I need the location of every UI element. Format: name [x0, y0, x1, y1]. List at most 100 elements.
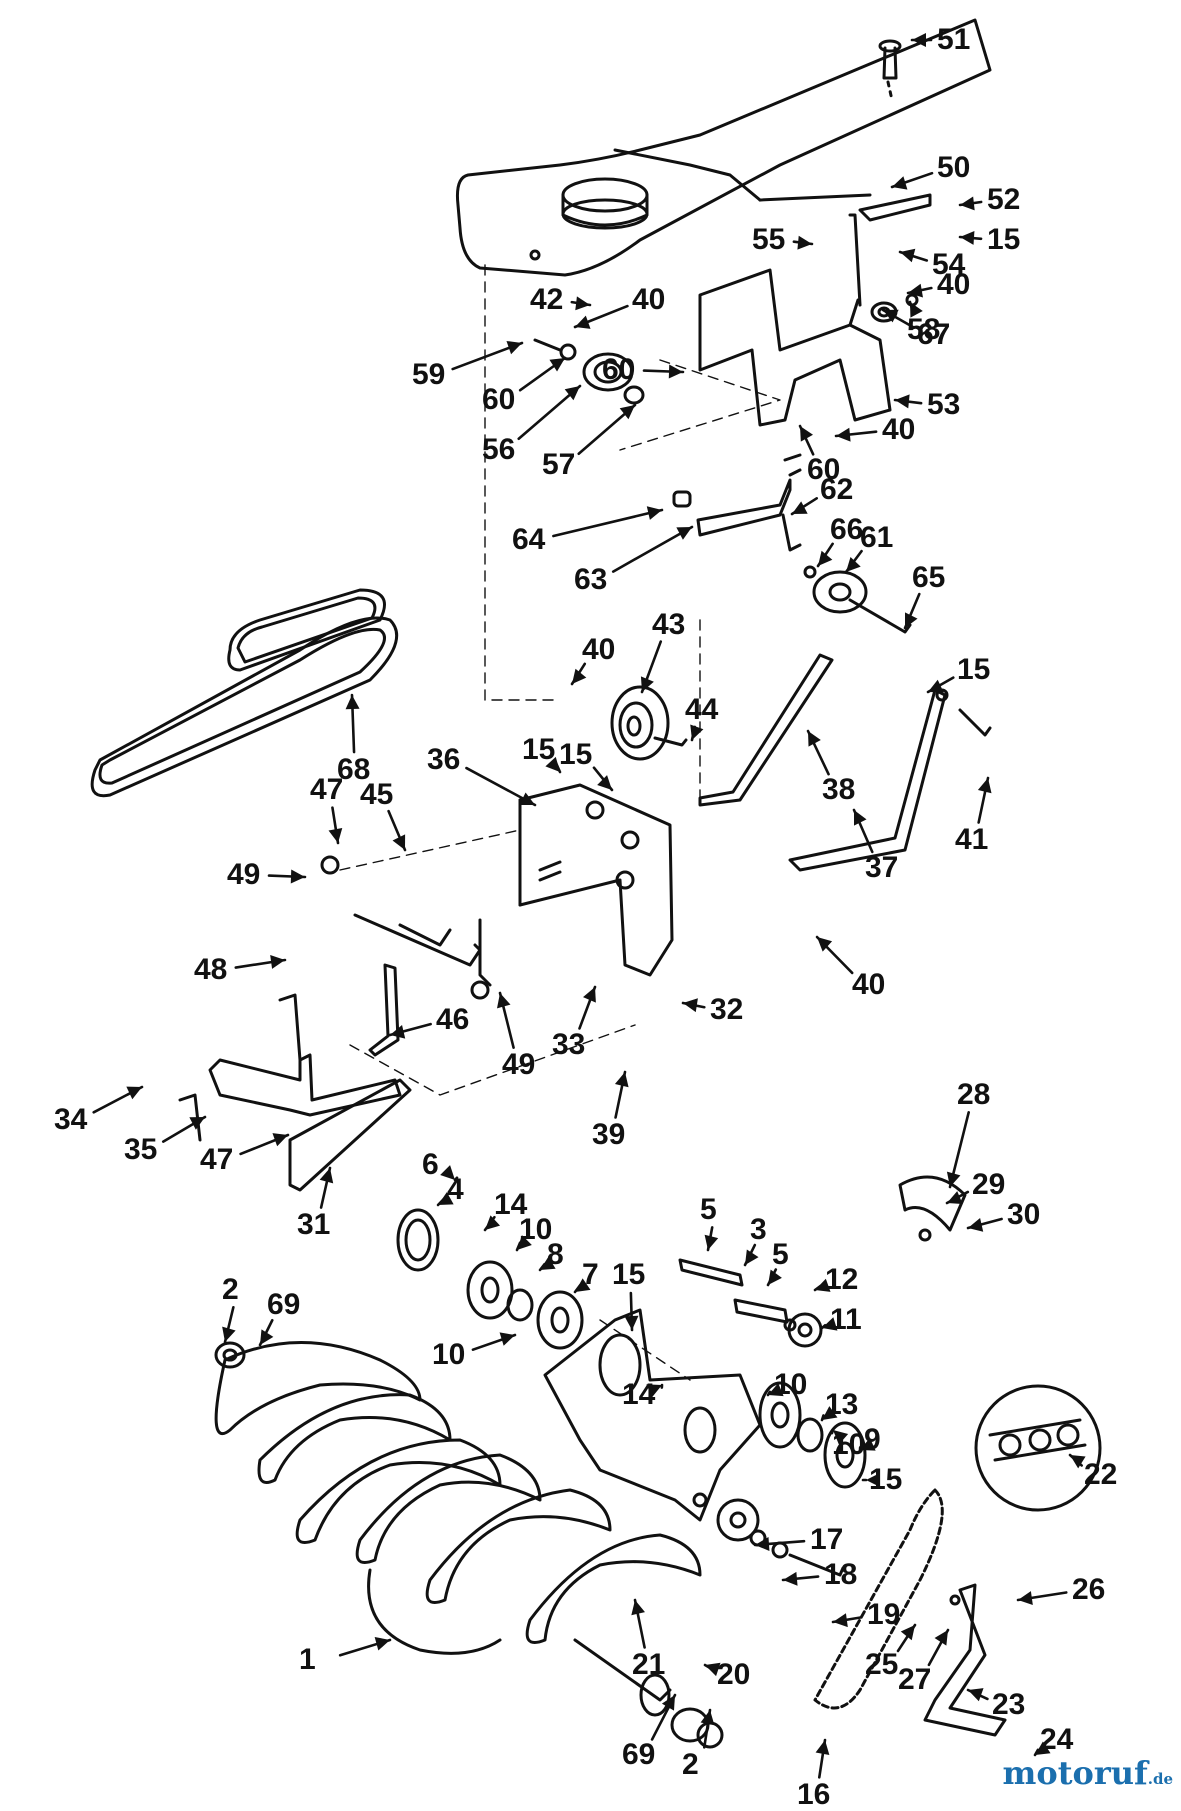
- callout-25: 25: [865, 1650, 898, 1680]
- gear-housing: [545, 1310, 760, 1520]
- callout-62: 62: [820, 475, 853, 505]
- linkage-45: [322, 857, 490, 998]
- callout-15: 15: [559, 740, 592, 770]
- callout-60: 60: [482, 385, 515, 415]
- callout-55: 55: [752, 225, 785, 255]
- callout-2: 2: [222, 1275, 239, 1305]
- arrowhead-49: [497, 993, 510, 1008]
- callout-9: 9: [864, 1425, 881, 1455]
- callout-21: 21: [632, 1650, 665, 1680]
- callout-65: 65: [912, 563, 945, 593]
- callout-22: 22: [1084, 1460, 1117, 1490]
- arrowhead-1: [375, 1637, 390, 1651]
- arrowhead-62: [792, 501, 808, 514]
- callout-15: 15: [612, 1260, 645, 1290]
- callout-15: 15: [987, 225, 1020, 255]
- callout-47: 47: [310, 775, 343, 805]
- arrowhead-30: [968, 1218, 983, 1232]
- clamp-28: [900, 1177, 965, 1240]
- bolt-51: [880, 41, 900, 100]
- arrowhead-18: [783, 1572, 798, 1586]
- arrowhead-21: [631, 1600, 645, 1615]
- callout-42: 42: [530, 285, 563, 315]
- callout-6: 6: [422, 1150, 439, 1180]
- callout-45: 45: [360, 780, 393, 810]
- callout-63: 63: [574, 565, 607, 595]
- arrowhead-29: [947, 1191, 963, 1204]
- callout-28: 28: [957, 1080, 990, 1110]
- callout-66: 66: [830, 515, 863, 545]
- callout-40: 40: [882, 415, 915, 445]
- callout-43: 43: [652, 610, 685, 640]
- callout-7: 7: [582, 1260, 599, 1290]
- arrowhead-49: [291, 870, 305, 884]
- arrowhead-64: [647, 506, 662, 520]
- callout-37: 37: [865, 853, 898, 883]
- callout-29: 29: [972, 1170, 1005, 1200]
- callout-52: 52: [987, 185, 1020, 215]
- watermark: motoruf.de: [1003, 1754, 1173, 1792]
- callout-17: 17: [810, 1525, 843, 1555]
- callout-11: 11: [830, 1305, 862, 1335]
- callout-2: 2: [682, 1750, 699, 1780]
- callout-40: 40: [582, 635, 615, 665]
- arrowhead-41: [978, 778, 992, 793]
- callout-51: 51: [937, 25, 970, 55]
- callout-32: 32: [710, 995, 743, 1025]
- leader-64: [553, 510, 662, 536]
- callout-40: 40: [937, 270, 970, 300]
- callout-59: 59: [412, 360, 445, 390]
- arrowhead-32: [683, 998, 698, 1012]
- callout-40: 40: [852, 970, 885, 1000]
- callout-69: 69: [267, 1290, 300, 1320]
- callout-27: 27: [898, 1665, 931, 1695]
- callout-50: 50: [937, 153, 970, 183]
- callout-46: 46: [436, 1005, 469, 1035]
- arrowhead-55: [797, 236, 812, 250]
- callout-64: 64: [512, 525, 545, 555]
- callout-39: 39: [592, 1120, 625, 1150]
- arrowhead-19: [833, 1613, 848, 1627]
- rod-46: [370, 965, 398, 1055]
- arrowhead-54: [900, 249, 915, 263]
- callout-35: 35: [124, 1135, 157, 1165]
- callout-12: 12: [825, 1265, 858, 1295]
- bearing-set-4: [398, 1210, 582, 1348]
- callout-44: 44: [685, 695, 718, 725]
- callout-56: 56: [482, 435, 515, 465]
- callout-26: 26: [1072, 1575, 1105, 1605]
- arrowhead-15: [928, 680, 944, 693]
- callout-41: 41: [955, 825, 988, 855]
- mounting-plate-36: [520, 785, 672, 975]
- callout-10: 10: [432, 1340, 465, 1370]
- callout-3: 3: [750, 1215, 767, 1245]
- arrowhead-16: [816, 1740, 830, 1755]
- callout-36: 36: [427, 745, 460, 775]
- arrowhead-15: [624, 1316, 638, 1330]
- callout-15: 15: [869, 1465, 902, 1495]
- callout-47: 47: [200, 1145, 233, 1175]
- arrowhead-39: [615, 1072, 629, 1087]
- callout-5: 5: [772, 1240, 789, 1270]
- callout-8: 8: [547, 1240, 564, 1270]
- arrowhead-48: [270, 955, 285, 969]
- callout-49: 49: [227, 860, 260, 890]
- arrowhead-40: [836, 428, 851, 442]
- callout-30: 30: [1007, 1200, 1040, 1230]
- callout-19: 19: [867, 1600, 900, 1630]
- callout-5: 5: [700, 1195, 717, 1225]
- callout-57: 57: [542, 450, 575, 480]
- callout-67: 67: [917, 320, 950, 350]
- callout-34: 34: [54, 1105, 87, 1135]
- arrowhead-5: [705, 1235, 719, 1250]
- callout-61: 61: [860, 523, 893, 553]
- callout-13: 13: [825, 1390, 858, 1420]
- arrowhead-44: [690, 724, 703, 740]
- callout-14: 14: [622, 1380, 655, 1410]
- arm-38: [700, 655, 832, 805]
- handle-frame: [457, 20, 990, 275]
- callout-1: 1: [299, 1645, 316, 1675]
- arrowhead-17: [755, 1537, 769, 1551]
- arrowhead-47: [329, 828, 343, 843]
